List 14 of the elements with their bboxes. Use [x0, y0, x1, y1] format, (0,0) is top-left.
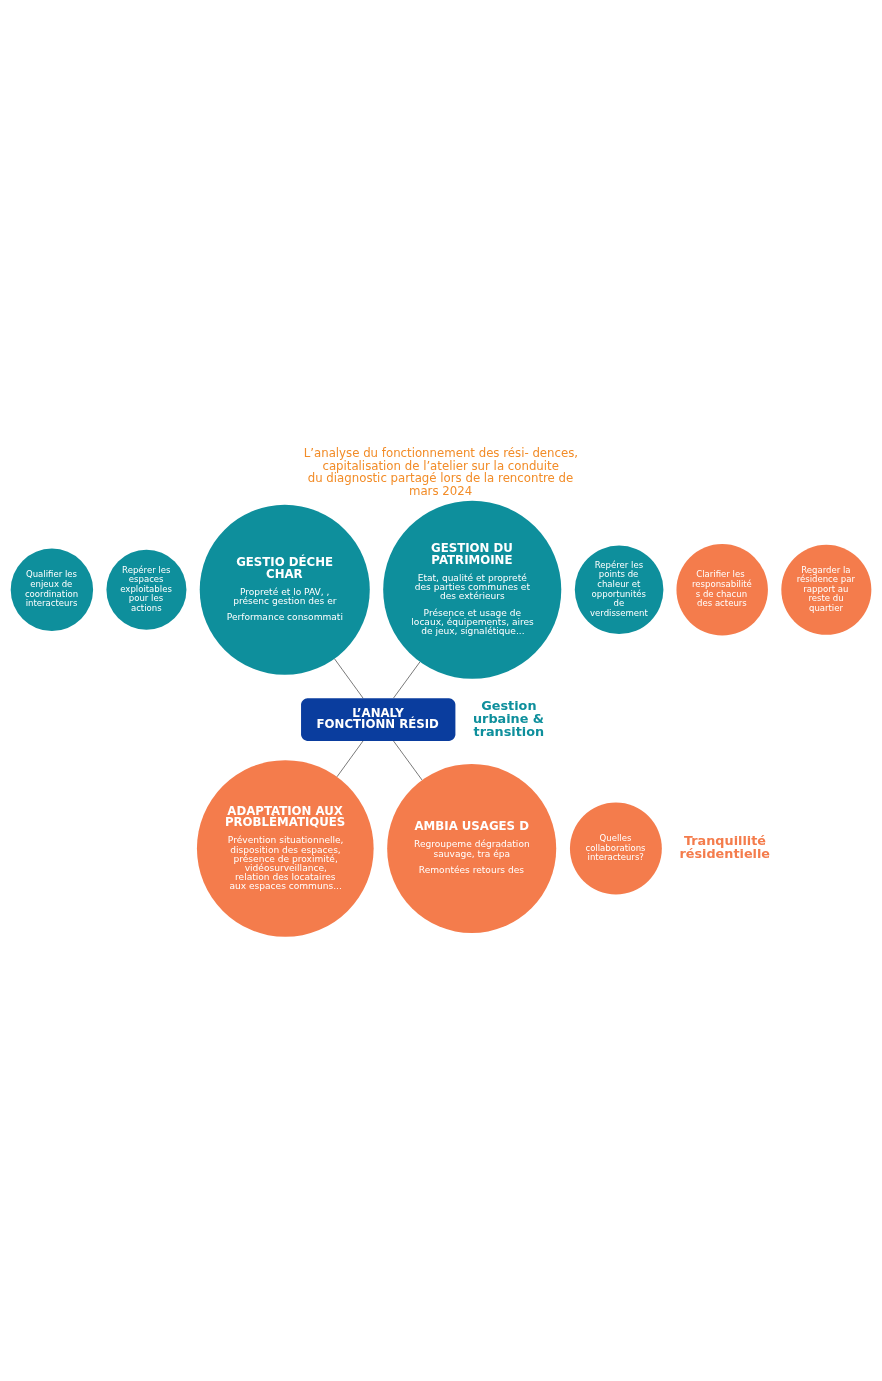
node-circle: Repérer les espaces exploitables pour les actions [106, 549, 187, 630]
node-circle: Clarifier les responsabilités de chacun des acteurs [676, 543, 768, 636]
node-circle: AMBIA USAGES D Regroupeme dégradation sauvage, tra épa Remontées retours des [387, 763, 557, 933]
node-circle: Quelles collaborations interacteurs? [569, 802, 662, 894]
node-circle: GESTION DU PATRIMOINE Etat, qualité et propreté des parties communes et des extérieurs Présence et usage de locaux, équipements, aires de jeux, signalétique... [383, 500, 562, 679]
label: Gestion urbaine & transition [473, 697, 545, 739]
node-circle: Repérer les points de chaleur et opportunités de verdissement [574, 545, 664, 634]
node-box: L’ANALY FONCTIONN RÉSID [301, 697, 456, 741]
node-circle: Qualifier les enjeux de coordination interacteurs [10, 548, 94, 631]
label: Tranquillité résidentielle [679, 832, 771, 861]
node-circle: ADAPTATION AUX PROBLÉMATIQUES Prévention situationnelle, disposition des espaces, présence de proximité, vidéosurveillance, relation des locataires aux espaces communs... [196, 759, 374, 937]
node-circle: Regarder la résidence par rapport au reste du quartier [781, 544, 872, 635]
node-circle: GESTIO DÉCHE CHAR Propreté et lo PAV, , présenc gestion des er Performance consommati [199, 504, 370, 675]
diagram-title: L’analyse du fonctionnement des rési- dences, capitalisation de l’atelier sur la conduite du diagnostic partagé lors de la rencontre de mars 2024 [303, 445, 579, 498]
